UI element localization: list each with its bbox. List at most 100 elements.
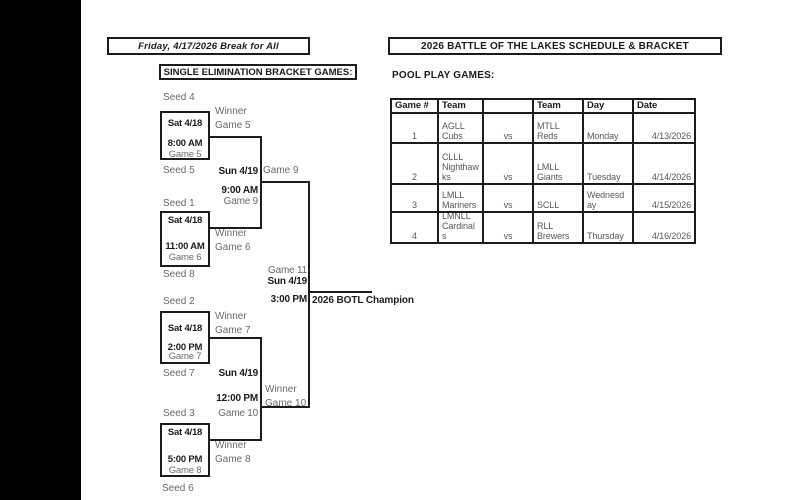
match-date: Sun 4/19 (218, 368, 258, 379)
match-date: Sat 4/18 (167, 427, 203, 438)
seed-label: Seed 2 (163, 296, 195, 307)
match-time: 5:00 PM (167, 454, 203, 465)
connector-final-vertical (308, 181, 310, 408)
table-cell-team2: LMLL Giants (534, 144, 584, 185)
advance-game-label: Game 9 (263, 165, 299, 176)
team-name: SCLL (537, 200, 560, 210)
seed-label: Seed 4 (163, 92, 195, 103)
team-name: LMLL Mariners (442, 190, 477, 210)
winner-label: Game 6 (215, 242, 251, 253)
main-title-text: 2026 BATTLE OF THE LAKES SCHEDULE & BRAC… (421, 40, 689, 52)
winner-label: Winner (265, 384, 297, 395)
table-cell-vs: vs (484, 185, 534, 213)
col-header-team2: Team (534, 100, 584, 114)
table-cell-day: Monday (584, 114, 634, 144)
seed-label: Seed 6 (162, 483, 194, 494)
match-time: 11:00 AM (165, 241, 205, 252)
connector-champion-line (308, 291, 372, 293)
match-time: 12:00 PM (216, 393, 258, 404)
table-cell-date: 4/13/2026 (634, 114, 694, 144)
main-title-box: 2026 BATTLE OF THE LAKES SCHEDULE & BRAC… (388, 37, 722, 55)
table-cell-day: Thursday (584, 213, 634, 242)
winner-label: Game 8 (215, 454, 251, 465)
bracket-section-text: SINGLE ELIMINATION BRACKET GAMES: (163, 66, 353, 78)
col-header-date: Date (634, 100, 694, 114)
table-cell-team1: CLLL Nighthawks (439, 144, 484, 185)
team-name: LMNLL Cardinals (442, 213, 475, 241)
match-game-label: Game 5 (168, 149, 202, 160)
day-value: Tuesday (587, 172, 621, 182)
match-game-label: Game 10 (218, 408, 258, 419)
table-cell-team1: LMNLL Cardinals (439, 213, 484, 242)
match-game-label: Game 9 (223, 196, 259, 207)
winner-label: Winner (215, 440, 247, 451)
winner-label: Winner (215, 311, 247, 322)
table-cell-game: 3 (392, 185, 439, 213)
pool-section-label: POOL PLAY GAMES: (392, 70, 495, 81)
team-name: RLL Brewers (537, 221, 570, 241)
final-game-label: Game 11 (268, 265, 307, 276)
table-cell-date: 4/16/2026 (651, 231, 691, 241)
break-notice-box: Friday, 4/17/2026 Break for All (107, 37, 310, 55)
bracket-match-box-game6 (160, 211, 210, 267)
connector-game9-out (260, 181, 310, 183)
table-cell-team2: MTLL Reds (534, 114, 584, 144)
table-cell-game: 4 (392, 213, 439, 242)
col-header-day: Day (584, 100, 634, 114)
bracket-section-box: SINGLE ELIMINATION BRACKET GAMES: (159, 64, 357, 80)
table-cell-team1: LMLL Mariners (439, 185, 484, 213)
winner-label: Winner (215, 106, 247, 117)
champion-label: 2026 BOTL Champion (312, 295, 414, 306)
bracket-match-box-game5 (160, 111, 210, 160)
table-cell-team1: AGLL Cubs (439, 114, 484, 144)
bracket-match-box-game7 (160, 311, 210, 364)
left-black-bar (0, 0, 81, 500)
match-game-label: Game 7 (168, 351, 202, 362)
connector-game8-out (210, 439, 261, 441)
match-time: 9:00 AM (221, 185, 258, 196)
table-cell-date: 4/14/2026 (634, 144, 694, 185)
col-header-vs (484, 100, 534, 114)
seed-label: Seed 3 (163, 408, 195, 419)
team-name: CLLL Nighthawks (442, 152, 479, 182)
table-cell-game: 2 (392, 144, 439, 185)
table-cell-team2: RLL Brewers (534, 213, 584, 242)
match-game-label: Game 6 (168, 252, 202, 263)
table-cell-date: 4/15/2026 (634, 185, 694, 213)
connector-game10-vertical (260, 337, 262, 441)
winner-label: Winner (215, 228, 247, 239)
table-cell-vs: vs (484, 114, 534, 144)
match-date: Sun 4/19 (218, 166, 258, 177)
match-date: Sat 4/18 (167, 323, 203, 334)
team-name: LMLL Giants (537, 162, 563, 182)
winner-label: Game 10 (265, 398, 307, 409)
connector-game5-out (210, 136, 261, 138)
day-value: Thursday (587, 231, 624, 241)
match-time: 8:00 AM (167, 138, 203, 149)
final-time: 3:00 PM (270, 294, 308, 305)
match-date: Sat 4/18 (167, 215, 203, 226)
col-header-team1: Team (439, 100, 484, 114)
table-cell-team2: SCLL (534, 185, 584, 213)
table-cell-vs: vs (484, 213, 534, 242)
team-name: AGLL Cubs (442, 121, 465, 141)
table-cell-day: Wednesday (584, 185, 634, 213)
connector-game6-out (210, 227, 261, 229)
team-name: MTLL Reds (537, 121, 560, 141)
match-time: 2:00 PM (167, 342, 203, 353)
break-notice-text: Friday, 4/17/2026 Break for All (138, 40, 279, 52)
table-cell-vs: vs (484, 144, 534, 185)
seed-label: Seed 1 (163, 198, 195, 209)
winner-label: Game 7 (215, 325, 251, 336)
table-cell-day: Tuesday (584, 144, 634, 185)
day-value: Wednesday (587, 190, 625, 210)
seed-label: Seed 5 (163, 165, 195, 176)
table-cell-game: 1 (392, 114, 439, 144)
day-value: Monday (587, 131, 619, 141)
bracket-match-box-game8 (160, 423, 210, 477)
seed-label: Seed 7 (163, 368, 195, 379)
winner-label: Game 5 (215, 120, 251, 131)
connector-game7-out (210, 337, 261, 339)
pool-play-table: Game # Team Team Day Date 1 AGLL Cubs vs… (390, 98, 696, 244)
